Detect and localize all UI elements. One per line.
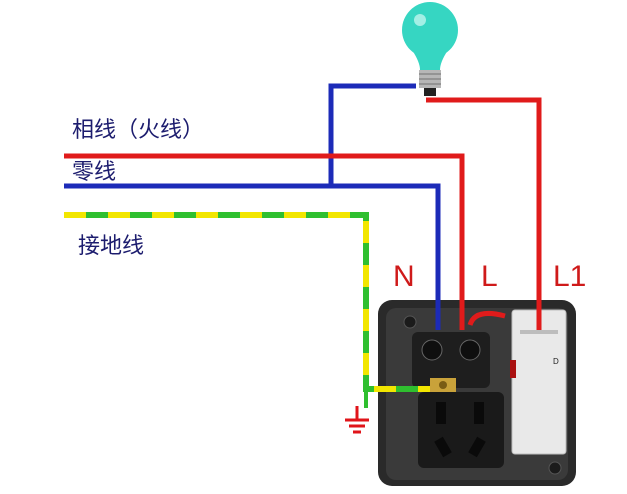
terminal-l1-label: L1	[553, 260, 587, 293]
neutral-wire	[64, 83, 441, 330]
light-bulb-icon	[402, 2, 458, 96]
ground-wire-label: 接地线	[78, 234, 145, 259]
live-wire-label: 相线（火线）	[72, 118, 205, 143]
switch-icon	[510, 309, 567, 455]
ground-wire	[64, 212, 430, 408]
terminal-l-label: L	[481, 260, 498, 293]
live-wire	[64, 97, 542, 330]
neutral-wire-label: 零线	[72, 160, 117, 185]
terminal-n-label: N	[393, 260, 415, 293]
ground-symbol-icon	[345, 406, 369, 434]
switch-mark-label: D	[553, 357, 559, 366]
